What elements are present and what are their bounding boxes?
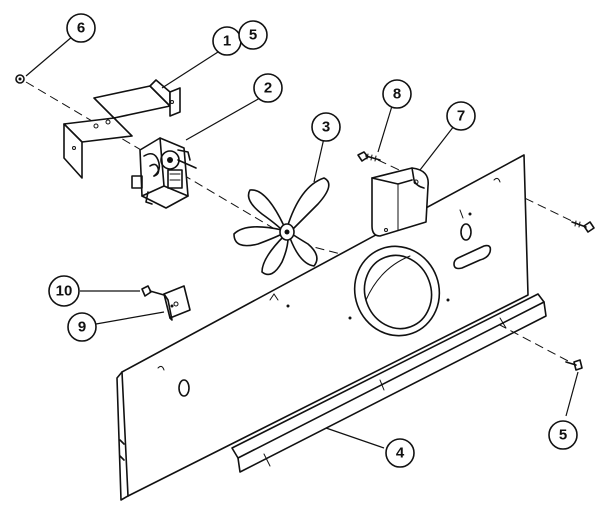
fan-blade <box>233 177 330 276</box>
callout-label: 4 <box>396 445 405 462</box>
callout-1: 1 <box>212 26 242 56</box>
screw-10 <box>141 285 165 297</box>
callout-10: 10 <box>48 275 80 307</box>
back-panel <box>116 154 547 501</box>
callout-3: 3 <box>311 112 341 142</box>
panel-hole <box>460 223 472 241</box>
callout-label: 10 <box>56 283 73 300</box>
callout-7: 7 <box>446 101 476 131</box>
callout-label: 8 <box>393 86 401 103</box>
callout-2: 2 <box>253 73 283 103</box>
callout-9: 9 <box>67 312 97 342</box>
callout-label: 6 <box>77 20 85 37</box>
callout-5-bottom: 5 <box>548 420 578 450</box>
callout-label: 2 <box>264 80 272 97</box>
callout-4: 4 <box>385 438 415 468</box>
screw-8 <box>357 151 381 162</box>
vent-opening <box>353 245 441 337</box>
callout-label: 1 <box>223 33 231 50</box>
callout-label: 9 <box>78 319 86 336</box>
callout-label: 5 <box>559 427 567 444</box>
callout-5-top: 5 <box>238 20 268 50</box>
switch-plate <box>163 285 191 321</box>
screw-right <box>571 220 595 233</box>
callout-8: 8 <box>382 79 412 109</box>
screw-5-lower <box>565 359 583 371</box>
fan-motor <box>131 137 197 209</box>
slot-opening <box>453 244 492 270</box>
callout-label: 3 <box>322 119 330 136</box>
leader-lines <box>25 35 579 449</box>
callout-label: 5 <box>249 27 257 44</box>
cover-bracket <box>371 167 429 237</box>
motor-bracket <box>63 79 181 179</box>
panel-hole <box>178 379 190 397</box>
callout-6: 6 <box>66 13 96 43</box>
callout-label: 7 <box>457 108 465 125</box>
screw-6 <box>15 74 25 84</box>
